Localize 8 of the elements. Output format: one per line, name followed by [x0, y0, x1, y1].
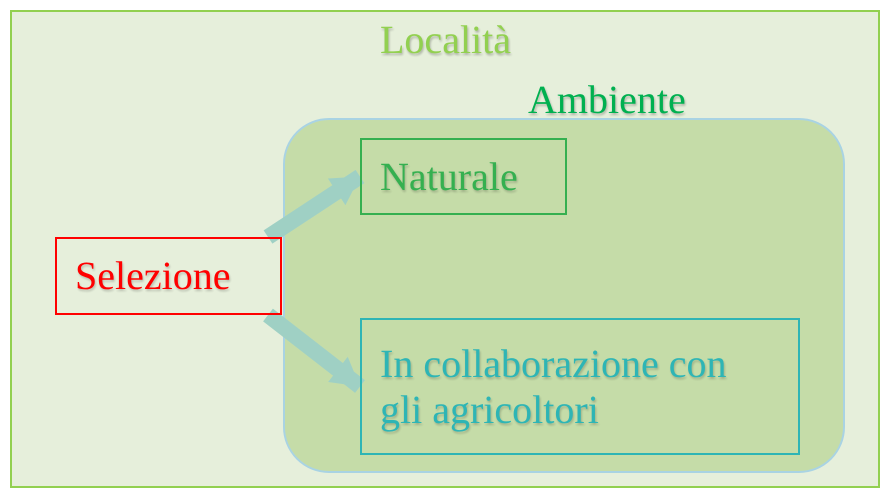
label-box: Naturale	[360, 138, 567, 215]
arrow	[264, 170, 364, 244]
arrow	[263, 308, 365, 393]
label-box: Selezione	[55, 237, 282, 315]
region-panel	[10, 10, 880, 488]
label-box: In collaborazione con gli agricoltori	[360, 318, 800, 455]
region-title: Località	[380, 16, 512, 63]
panel-title: Ambiente	[528, 76, 686, 123]
